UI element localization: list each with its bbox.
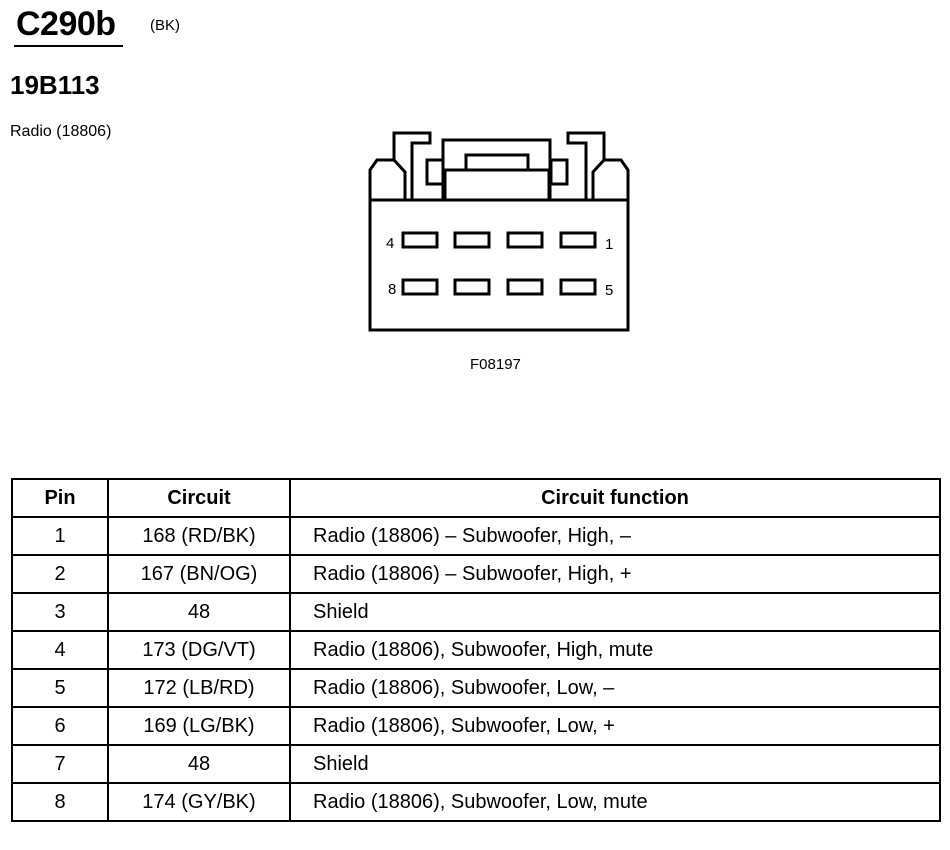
connector-left-latch — [392, 131, 432, 200]
cell-circuit-function: Radio (18806), Subwoofer, Low, mute — [289, 782, 941, 822]
pin-cavity-3 — [453, 231, 491, 249]
table-row: 3 48 Shield — [11, 592, 941, 632]
cell-circuit: 48 — [107, 592, 291, 632]
pin-cavity-7 — [453, 278, 491, 296]
pin-cavity-4 — [401, 231, 439, 249]
cell-circuit-function: Radio (18806) – Subwoofer, High, + — [289, 554, 941, 594]
cell-circuit: 173 (DG/VT) — [107, 630, 291, 670]
connector-body — [368, 198, 630, 332]
connector-left-window — [425, 158, 445, 186]
table-row: 8 174 (GY/BK) Radio (18806), Subwoofer, … — [11, 782, 941, 822]
cell-circuit: 167 (BN/OG) — [107, 554, 291, 594]
column-header-pin: Pin — [11, 478, 109, 518]
cell-pin: 7 — [11, 744, 109, 784]
cell-circuit-function: Radio (18806), Subwoofer, High, mute — [289, 630, 941, 670]
figure-id: F08197 — [470, 356, 521, 373]
connector-face-diagram: 4 1 8 5 — [368, 131, 630, 332]
pin-cavity-8 — [401, 278, 439, 296]
pin-label-bottom-left: 8 — [388, 281, 396, 298]
pin-label-top-right: 1 — [605, 236, 613, 253]
table-header-row: Pin Circuit Circuit function — [11, 478, 941, 518]
cell-pin: 6 — [11, 706, 109, 746]
cell-circuit-function: Radio (18806) – Subwoofer, High, – — [289, 516, 941, 556]
part-number: 19B113 — [10, 70, 100, 100]
cell-circuit: 174 (GY/BK) — [107, 782, 291, 822]
column-header-circuit: Circuit — [107, 478, 291, 518]
cell-pin: 1 — [11, 516, 109, 556]
cell-circuit-function: Shield — [289, 592, 941, 632]
pin-cavity-6 — [506, 278, 544, 296]
cell-circuit: 172 (LB/RD) — [107, 668, 291, 708]
cell-pin: 3 — [11, 592, 109, 632]
pin-label-top-left: 4 — [386, 235, 394, 252]
cell-circuit: 169 (LG/BK) — [107, 706, 291, 746]
connector-id-underline — [14, 45, 123, 47]
table-row: 1 168 (RD/BK) Radio (18806) – Subwoofer,… — [11, 516, 941, 556]
component-name: Radio (18806) — [10, 123, 112, 140]
cell-pin: 5 — [11, 668, 109, 708]
cell-pin: 8 — [11, 782, 109, 822]
pinout-table: Pin Circuit Circuit function 1 168 (RD/B… — [11, 478, 941, 822]
column-header-circuit-function: Circuit function — [289, 478, 941, 518]
cell-circuit-function: Radio (18806), Subwoofer, Low, – — [289, 668, 941, 708]
cell-circuit: 48 — [107, 744, 291, 784]
connector-right-latch — [566, 131, 606, 200]
cell-circuit-function: Radio (18806), Subwoofer, Low, + — [289, 706, 941, 746]
connector-right-shoulder — [591, 158, 630, 200]
connector-color: (BK) — [150, 17, 180, 34]
table-row: 7 48 Shield — [11, 744, 941, 784]
cell-pin: 2 — [11, 554, 109, 594]
connector-lock-tab — [464, 153, 530, 172]
connector-right-window — [549, 158, 569, 186]
table-row: 5 172 (LB/RD) Radio (18806), Subwoofer, … — [11, 668, 941, 708]
connector-left-shoulder — [368, 158, 407, 200]
table-row: 4 173 (DG/VT) Radio (18806), Subwoofer, … — [11, 630, 941, 670]
connector-lock — [443, 168, 551, 202]
connector-id: C290b — [16, 5, 116, 43]
pin-label-bottom-right: 5 — [605, 282, 613, 299]
pin-cavity-1 — [559, 231, 597, 249]
table-row: 6 169 (LG/BK) Radio (18806), Subwoofer, … — [11, 706, 941, 746]
cell-pin: 4 — [11, 630, 109, 670]
pin-cavity-2 — [506, 231, 544, 249]
table-row: 2 167 (BN/OG) Radio (18806) – Subwoofer,… — [11, 554, 941, 594]
pin-cavity-5 — [559, 278, 597, 296]
cell-circuit: 168 (RD/BK) — [107, 516, 291, 556]
cell-circuit-function: Shield — [289, 744, 941, 784]
